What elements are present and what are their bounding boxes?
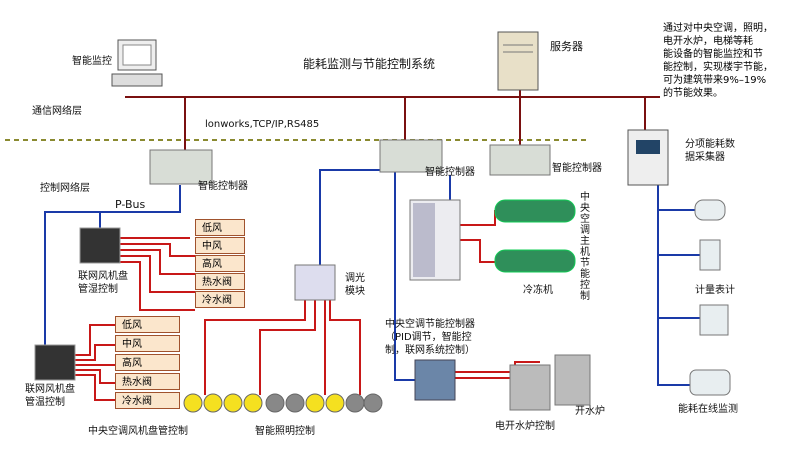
controller-icon bbox=[489, 144, 551, 176]
pbus-label: P-Bus bbox=[115, 198, 146, 211]
fan-coil-caption: 中央空调风机盘管控制 bbox=[88, 426, 188, 437]
chiller-label: 冷冻机 bbox=[523, 285, 553, 296]
fan-option: 高风 bbox=[115, 354, 180, 371]
bulb-icon bbox=[345, 393, 365, 413]
fan-option: 低风 bbox=[195, 219, 245, 236]
fan-option: 冷水阀 bbox=[195, 291, 245, 308]
bulb-icon bbox=[183, 393, 203, 413]
bulb-icon bbox=[305, 393, 325, 413]
page-title: 能耗监测与节能控制系统 bbox=[303, 57, 436, 71]
collector-icon bbox=[627, 129, 669, 186]
chiller-control-label: 中央空调主机节能控制 bbox=[580, 192, 590, 302]
fan-option: 低风 bbox=[115, 316, 180, 333]
boiler-icon bbox=[509, 354, 591, 411]
control-layer-label: 控制网络层 bbox=[40, 183, 90, 194]
controller-label: 智能控制器 bbox=[198, 181, 248, 192]
ac-controller-label: 中央空调节能控制器（PID调节，智能控制，联网系统控制） bbox=[385, 319, 475, 356]
fan-option: 热水阀 bbox=[115, 373, 180, 390]
panel-icon bbox=[34, 344, 76, 381]
meter-label: 计量表计 bbox=[695, 285, 735, 296]
meter-icon bbox=[689, 199, 731, 396]
fan-option: 冷水阀 bbox=[115, 392, 180, 409]
bulb-icon bbox=[325, 393, 345, 413]
controller-icon bbox=[379, 139, 443, 173]
description-note: 通过对中央空调，照明， 电开水炉，电梯等耗 能设备的智能监控和节 能控制，实现楼… bbox=[663, 23, 773, 99]
lighting-caption: 智能照明控制 bbox=[255, 426, 315, 437]
online-label: 能耗在线监测 bbox=[678, 404, 738, 415]
bulb-icon bbox=[285, 393, 305, 413]
controller-icon bbox=[149, 149, 213, 185]
panel1-label: 联网风机盘管湿控制 bbox=[78, 271, 128, 295]
fan-option: 中风 bbox=[115, 335, 180, 352]
bulb-icon bbox=[363, 393, 383, 413]
monitor-label: 智能监控 bbox=[72, 56, 112, 67]
panel2-label: 联网风机盘管温控制 bbox=[25, 384, 75, 408]
comm-layer-label: 通信网络层 bbox=[32, 106, 82, 117]
server-label: 服务器 bbox=[550, 40, 583, 53]
protocols-label: lonworks,TCP/IP,RS485 bbox=[205, 119, 320, 130]
ac-controller-icon bbox=[414, 359, 456, 401]
controller-label: 智能控制器 bbox=[552, 163, 602, 174]
panel-icon bbox=[79, 227, 121, 264]
fan-option: 高风 bbox=[195, 255, 245, 272]
chiller-icon bbox=[494, 199, 576, 273]
dimmer-icon bbox=[294, 264, 336, 301]
collector-label: 分项能耗数据采集器 bbox=[685, 139, 735, 163]
bulb-icon bbox=[223, 393, 243, 413]
bulb-icon bbox=[203, 393, 223, 413]
boiler-control-label: 电开水炉控制 bbox=[495, 421, 555, 432]
boiler-label: 开水炉 bbox=[575, 406, 605, 417]
fan-option: 中风 bbox=[195, 237, 245, 254]
controller-label: 智能控制器 bbox=[425, 167, 475, 178]
computer-icon bbox=[111, 39, 163, 87]
bulb-icon bbox=[265, 393, 285, 413]
server-icon bbox=[497, 31, 539, 91]
fan-option: 热水阀 bbox=[195, 273, 245, 290]
dimmer-label: 调光模块 bbox=[345, 273, 365, 297]
bulb-icon bbox=[243, 393, 263, 413]
